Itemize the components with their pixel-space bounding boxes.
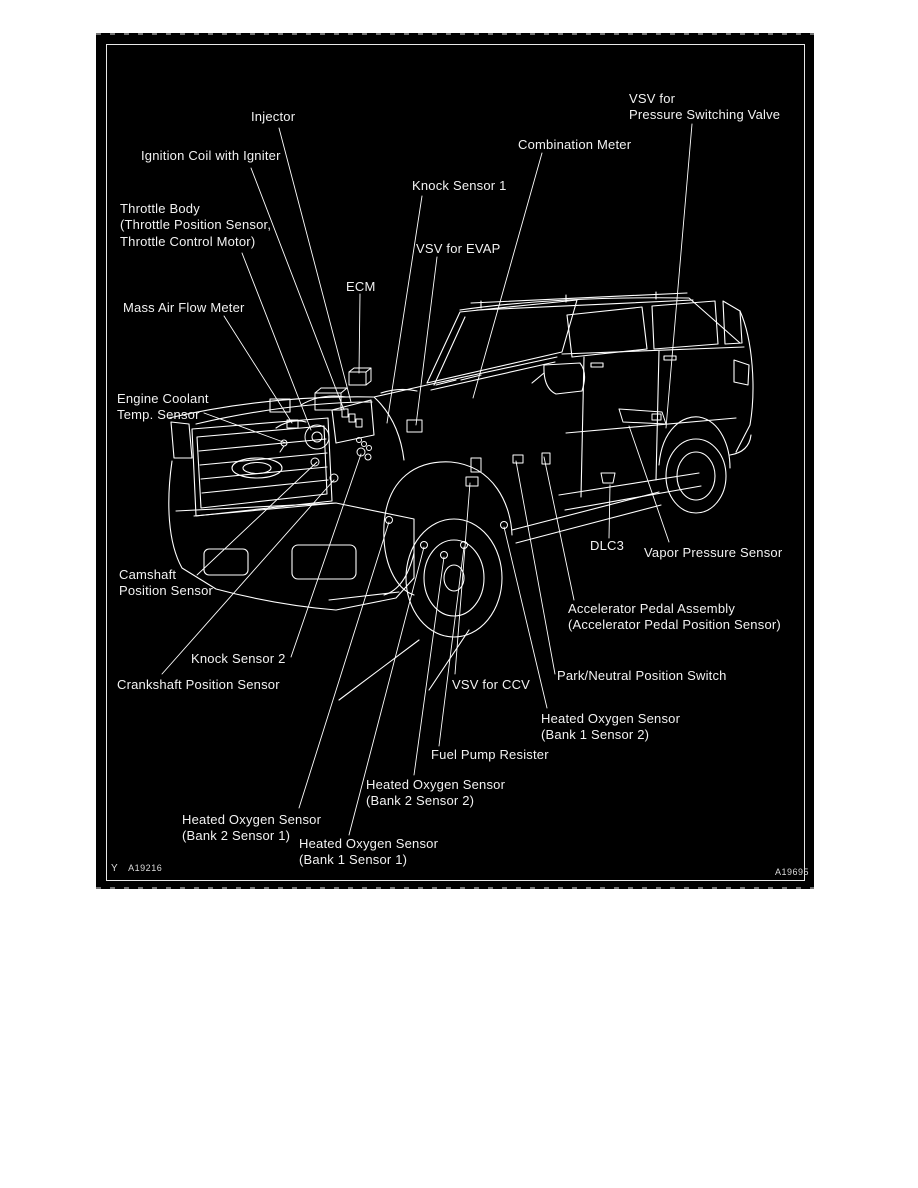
leader-vapor-pressure [628, 425, 670, 543]
leader-combination-meter [472, 152, 543, 399]
callout-combination-meter: Combination Meter [518, 137, 632, 152]
dlc3-connector-glyph [600, 472, 616, 484]
leader-vsv-evap [415, 256, 438, 426]
callout-vsv-for-ccv: VSV for CCV [452, 677, 531, 692]
leader-crankshaft [161, 479, 335, 675]
callout-ho2s-bank2-sensor1: Heated Oxygen Sensor (Bank 2 Sensor 1) [182, 812, 322, 844]
leader-vsv-pressure [665, 123, 693, 429]
leader-knock-sensor-2 [290, 453, 362, 658]
vehicle-illustration [168, 291, 754, 701]
crankshaft-sensor-glyph [329, 473, 339, 483]
callout-vsv-for-evap: VSV for EVAP [416, 241, 501, 256]
park-neutral-switch-glyph [512, 454, 524, 464]
callout-mass-air-flow-meter: Mass Air Flow Meter [123, 300, 245, 315]
ignition-coil-glyph [341, 408, 349, 418]
callout-park-neutral-position-switch: Park/Neutral Position Switch [557, 668, 727, 683]
callout-ignition-coil: Ignition Coil with Igniter [141, 148, 281, 163]
figure-code-right: A19695 [774, 867, 809, 877]
leader-lines [161, 123, 693, 836]
leader-throttle-body [241, 252, 312, 431]
callout-ecm: ECM [346, 279, 376, 294]
callout-vapor-pressure-sensor: Vapor Pressure Sensor [644, 545, 783, 560]
leader-ho2s-b2s1 [298, 521, 390, 809]
leader-ho2s-b1s1 [348, 546, 425, 836]
leader-injector [278, 127, 352, 403]
injector-glyph [356, 437, 362, 443]
vapor-sensor-glyph [618, 408, 667, 425]
knock-sensor-glyph [356, 447, 366, 457]
callout-engine-coolant-temp-sensor: Engine Coolant Temp. Sensor [117, 391, 209, 423]
callout-knock-sensor-2: Knock Sensor 2 [191, 651, 286, 666]
leader-knock-sensor-1 [386, 195, 423, 424]
leader-vsv-ccv [454, 482, 471, 675]
vsv-evap-glyph [406, 419, 423, 433]
throttle-body-glyph [304, 424, 330, 450]
maf-glyph [286, 419, 299, 429]
callout-camshaft-position-sensor: Camshaft Position Sensor [119, 567, 214, 599]
leader-ho2s-b1s2 [503, 526, 548, 709]
callout-ho2s-bank1-sensor1: Heated Oxygen Sensor (Bank 1 Sensor 1) [299, 836, 439, 868]
callout-vsv-pressure-switching-valve: VSV for Pressure Switching Valve [629, 91, 781, 123]
callout-throttle-body: Throttle Body (Throttle Position Sensor,… [120, 201, 272, 249]
diagram-artwork [161, 123, 754, 836]
callout-dlc3: DLC3 [590, 538, 625, 553]
callout-knock-sensor-1: Knock Sensor 1 [412, 178, 507, 193]
component-location-diagram: Injector Ignition Coil with Igniter Thro… [96, 33, 814, 889]
callout-fuel-pump-resister: Fuel Pump Resister [431, 747, 549, 762]
leader-fuel-pump [438, 546, 465, 747]
callout-ho2s-bank1-sensor2: Heated Oxygen Sensor (Bank 1 Sensor 2) [541, 711, 681, 743]
leader-park-neutral [515, 460, 556, 675]
leader-ho2s-b2s2 [413, 556, 445, 776]
vsv-pressure-glyph [651, 413, 662, 421]
callout-crankshaft-position-sensor: Crankshaft Position Sensor [117, 677, 280, 692]
leader-camshaft [196, 461, 318, 576]
accel-pedal-glyph [541, 452, 551, 465]
camshaft-sensor-glyph [310, 457, 320, 467]
scan-artifact-top [96, 33, 814, 35]
callout-accelerator-pedal-assembly: Accelerator Pedal Assembly (Accelerator … [568, 601, 781, 633]
callout-injector: Injector [251, 109, 296, 124]
fuel-pump-resister-glyph [470, 457, 482, 473]
leader-accel-pedal [543, 456, 575, 601]
leader-dlc3 [608, 484, 611, 539]
leader-engine-coolant [203, 412, 287, 444]
leader-ecm [358, 293, 361, 374]
vsv-ccv-glyph [465, 476, 479, 487]
leader-ignition-coil [250, 167, 345, 411]
callout-ho2s-bank2-sensor2: Heated Oxygen Sensor (Bank 2 Sensor 2) [366, 777, 506, 809]
ecm-box-glyph [348, 367, 372, 386]
scan-artifact-bottom [96, 887, 814, 889]
leader-mass-air-flow [223, 315, 293, 424]
